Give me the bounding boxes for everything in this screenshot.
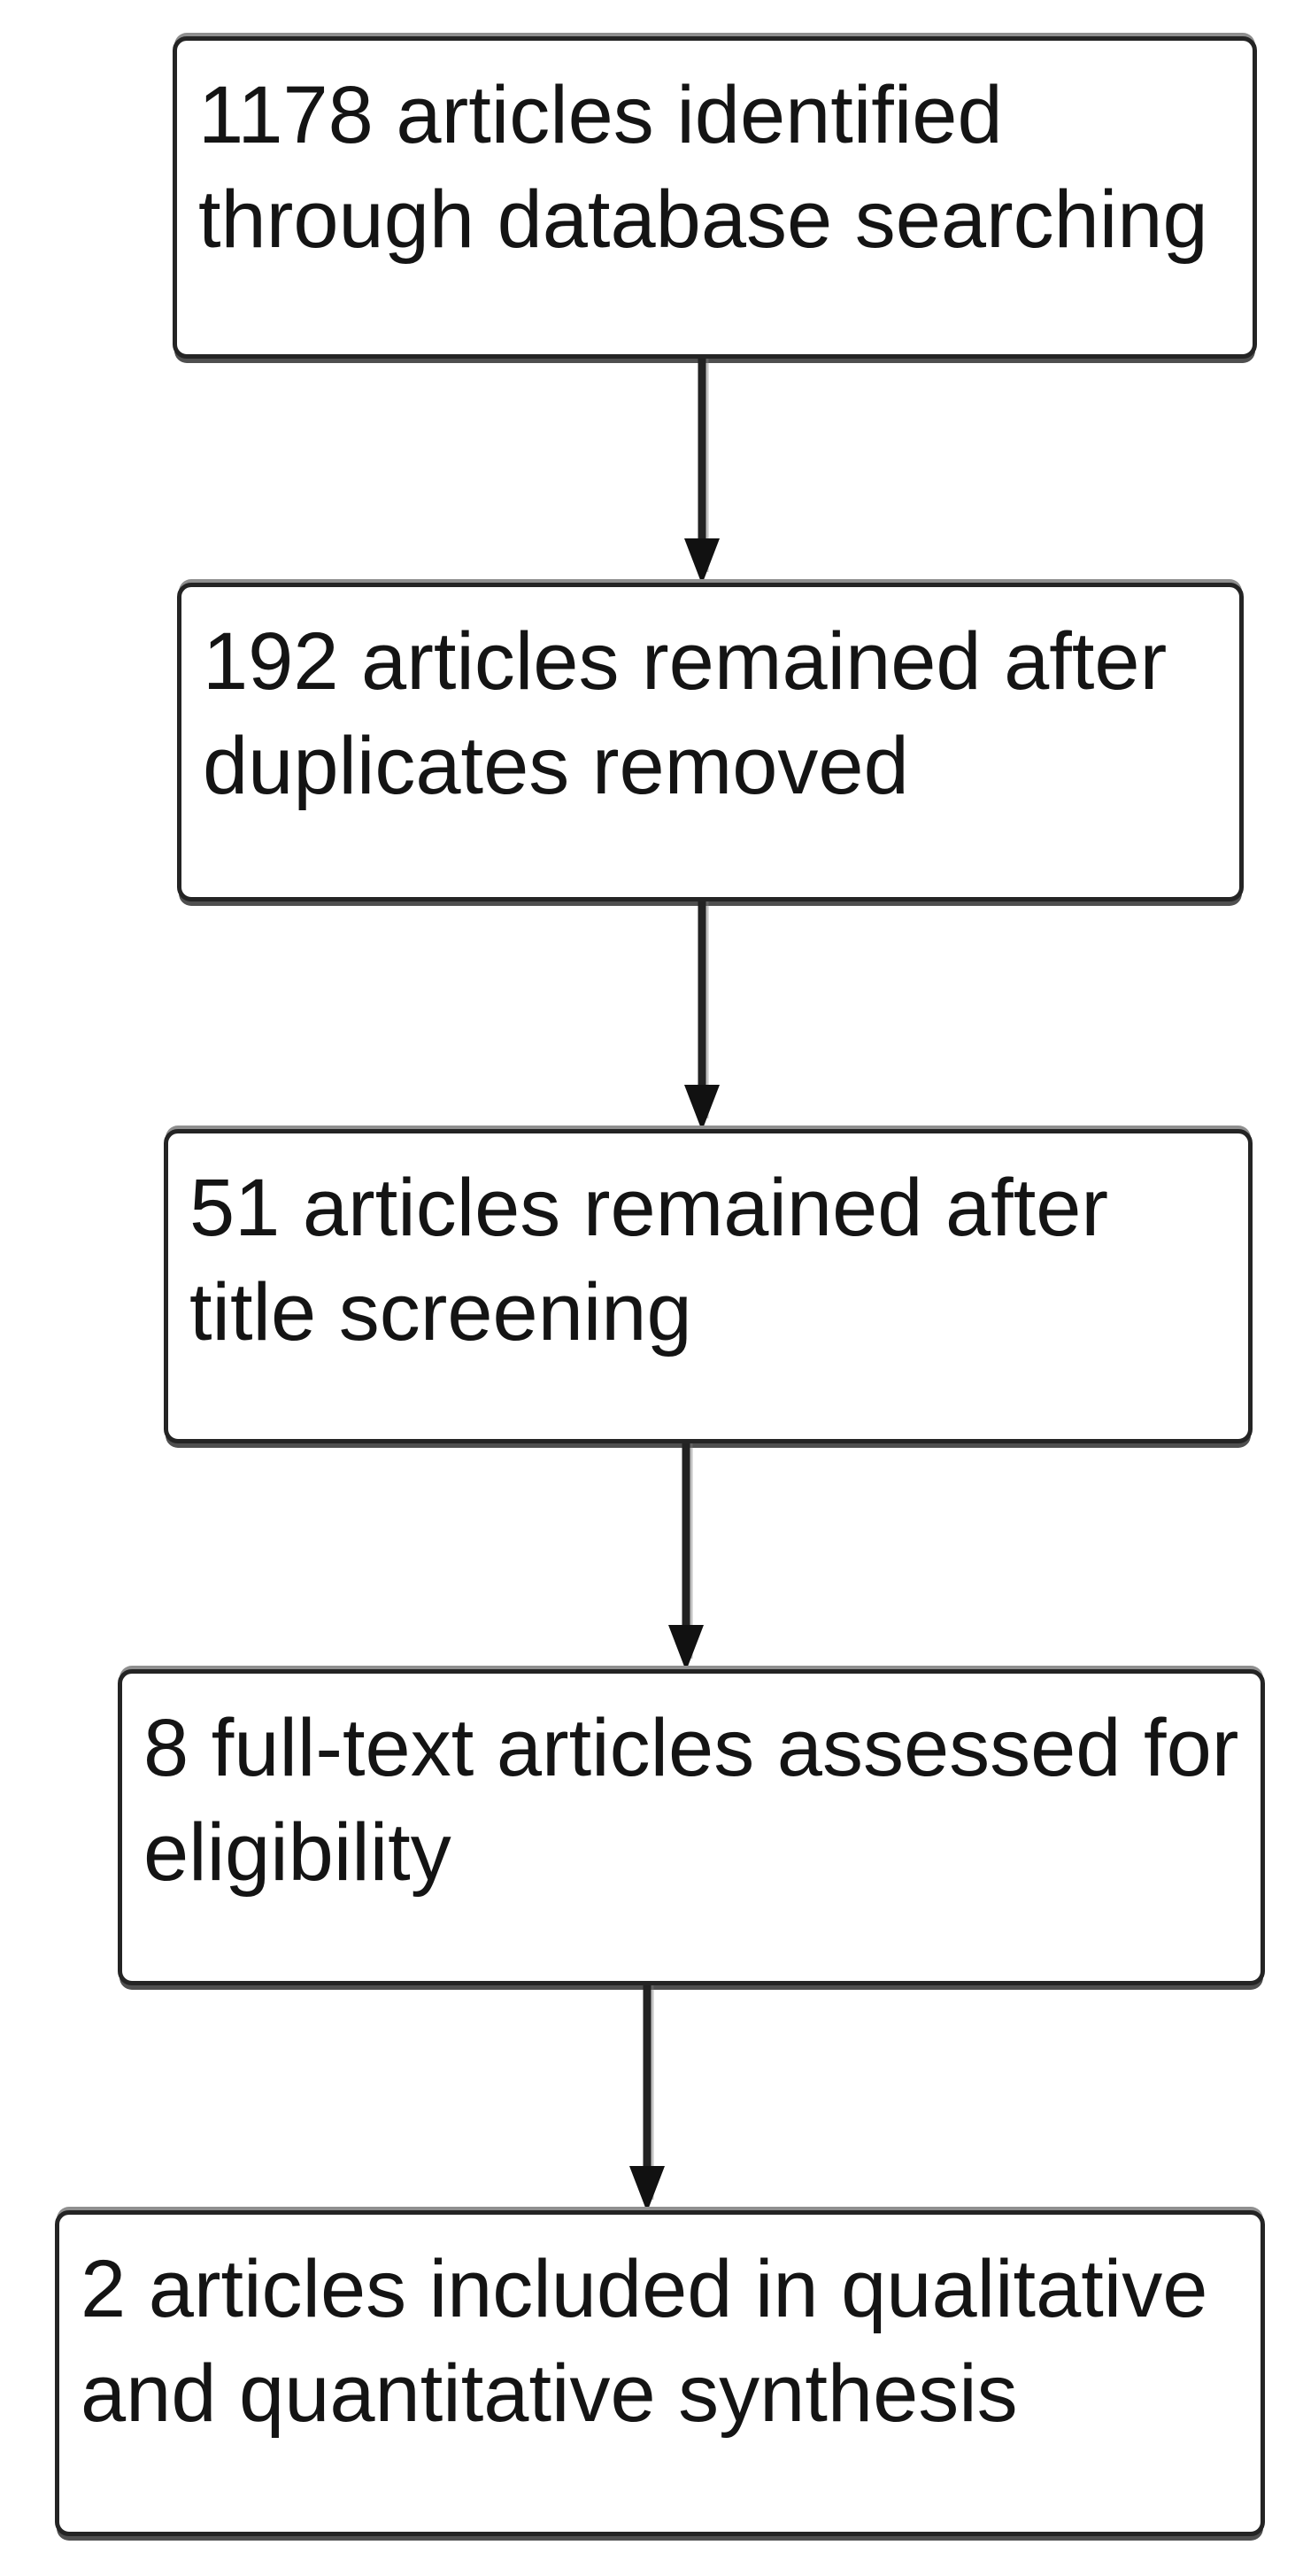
down-arrow-4 xyxy=(629,1985,665,2212)
flow-node-after-title-screening: 51 articles remained after title screeni… xyxy=(164,1129,1253,1443)
arrowhead-down-icon xyxy=(668,1625,704,1671)
flow-node-full-text-assessed: 8 full-text articles assessed for eligib… xyxy=(118,1669,1265,1985)
flow-node-text: title screening xyxy=(189,1267,692,1358)
arrow-shaft xyxy=(682,1443,690,1659)
down-arrow-1 xyxy=(684,359,720,584)
flow-node-text: duplicates removed xyxy=(203,721,909,811)
arrowhead-down-icon xyxy=(629,2166,665,2212)
flow-node-included-in-synthesis: 2 articles included in qualitative and q… xyxy=(55,2210,1265,2536)
flow-node-text: 2 articles included in qualitative xyxy=(81,2244,1208,2334)
flow-node-after-duplicates-removed: 192 articles remained after duplicates r… xyxy=(177,583,1244,901)
flow-node-text: 8 full-text articles assessed for xyxy=(143,1703,1239,1793)
flow-node-text: 1178 articles identified xyxy=(198,70,1003,160)
flow-node-text: through database searching xyxy=(198,174,1208,265)
flow-node-text: eligibility xyxy=(143,1807,451,1898)
down-arrow-3 xyxy=(668,1443,704,1671)
arrowhead-down-icon xyxy=(684,538,720,584)
arrow-shaft xyxy=(698,359,706,572)
flow-node-text: and quantitative synthesis xyxy=(81,2348,1018,2439)
arrow-shaft xyxy=(643,1985,652,2200)
flow-node-text: 192 articles remained after xyxy=(203,616,1168,707)
flow-node-records-identified: 1178 articles identified through databas… xyxy=(173,36,1257,359)
arrowhead-down-icon xyxy=(684,1085,720,1131)
down-arrow-2 xyxy=(684,901,720,1131)
arrow-shaft xyxy=(698,901,706,1118)
flow-node-text: 51 articles remained after xyxy=(189,1163,1109,1253)
